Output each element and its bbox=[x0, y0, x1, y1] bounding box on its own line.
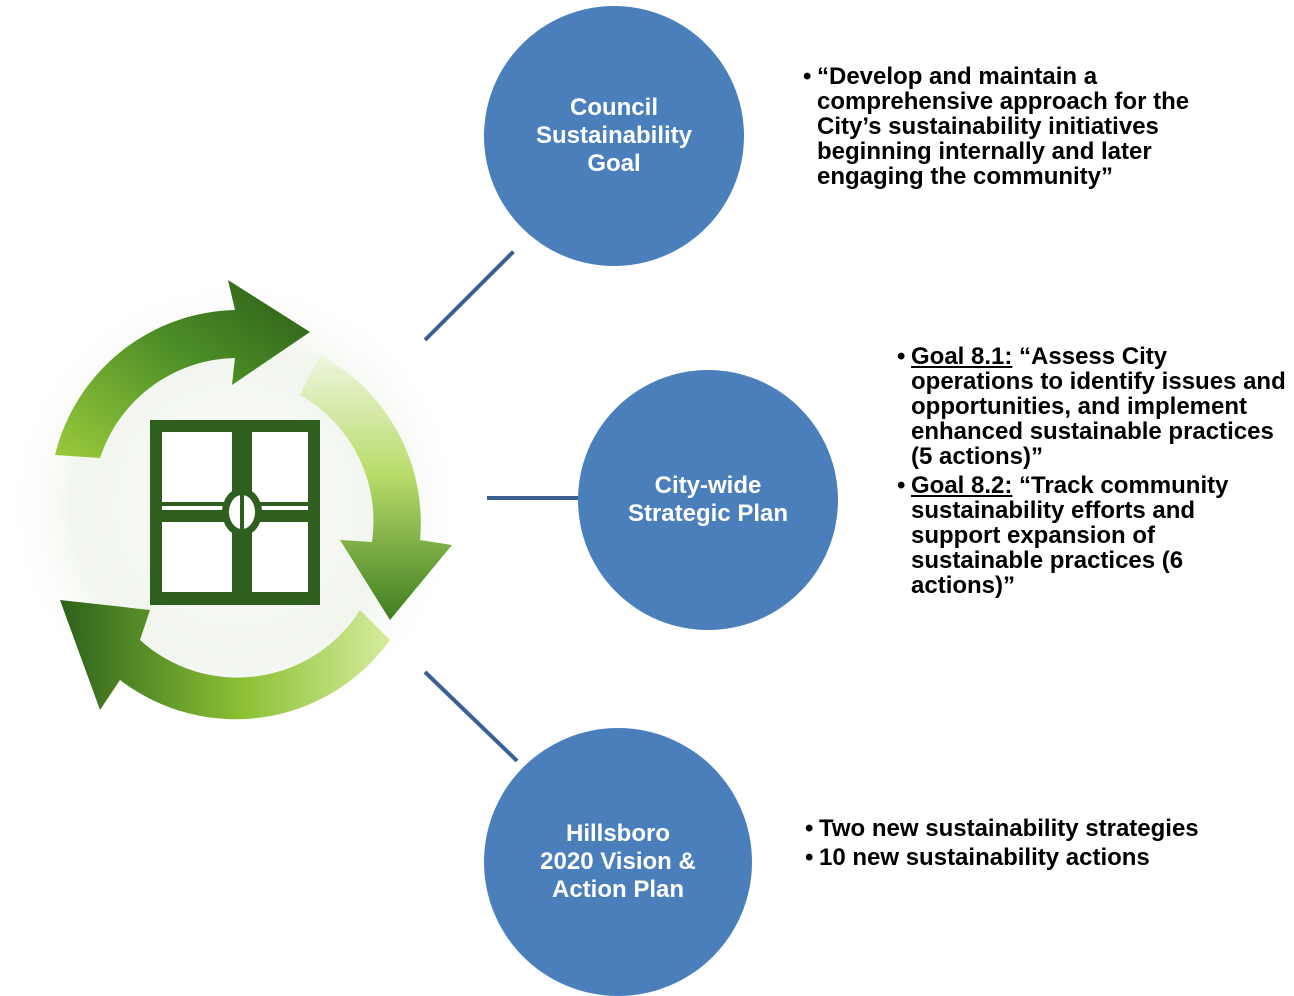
hillsboro-node-label: Hillsboro 2020 Vision & Action Plan bbox=[540, 820, 696, 903]
council-node-label: Council Sustainability Goal bbox=[535, 94, 693, 177]
list-item: Goal 8.1: “Assess City operations to ide… bbox=[897, 343, 1290, 470]
citywide-node-label: City-wide Strategic Plan bbox=[627, 472, 789, 527]
sustainability-logo bbox=[0, 240, 470, 740]
city-wide-strategic-plan-node: City-wide Strategic Plan bbox=[578, 370, 838, 630]
list-item: 10 new sustainability actions bbox=[805, 845, 1226, 870]
council-details: “Develop and maintain a comprehensive ap… bbox=[803, 64, 1224, 193]
list-item: Two new sustainability strategies bbox=[805, 816, 1226, 841]
connector-citywide bbox=[487, 496, 579, 500]
goal-8-2-label: Goal 8.2: bbox=[911, 472, 1013, 499]
goal-8-1-label: Goal 8.1: bbox=[911, 343, 1013, 370]
goal-8-2-text: “Track community sustainability efforts … bbox=[911, 472, 1229, 599]
hillsboro-details: Two new sustainability strategies 10 new… bbox=[805, 816, 1226, 874]
council-sustainability-goal-node: Council Sustainability Goal bbox=[484, 6, 744, 266]
recycling-arrows-window-icon bbox=[5, 275, 465, 735]
hillsboro-vision-action-plan-node: Hillsboro 2020 Vision & Action Plan bbox=[484, 728, 752, 996]
list-item: “Develop and maintain a comprehensive ap… bbox=[803, 64, 1224, 189]
list-item: Goal 8.2: “Track community sustainabilit… bbox=[897, 472, 1290, 599]
goal-8-1-text: “Assess City operations to identify issu… bbox=[911, 343, 1286, 470]
citywide-details: Goal 8.1: “Assess City operations to ide… bbox=[897, 343, 1290, 602]
